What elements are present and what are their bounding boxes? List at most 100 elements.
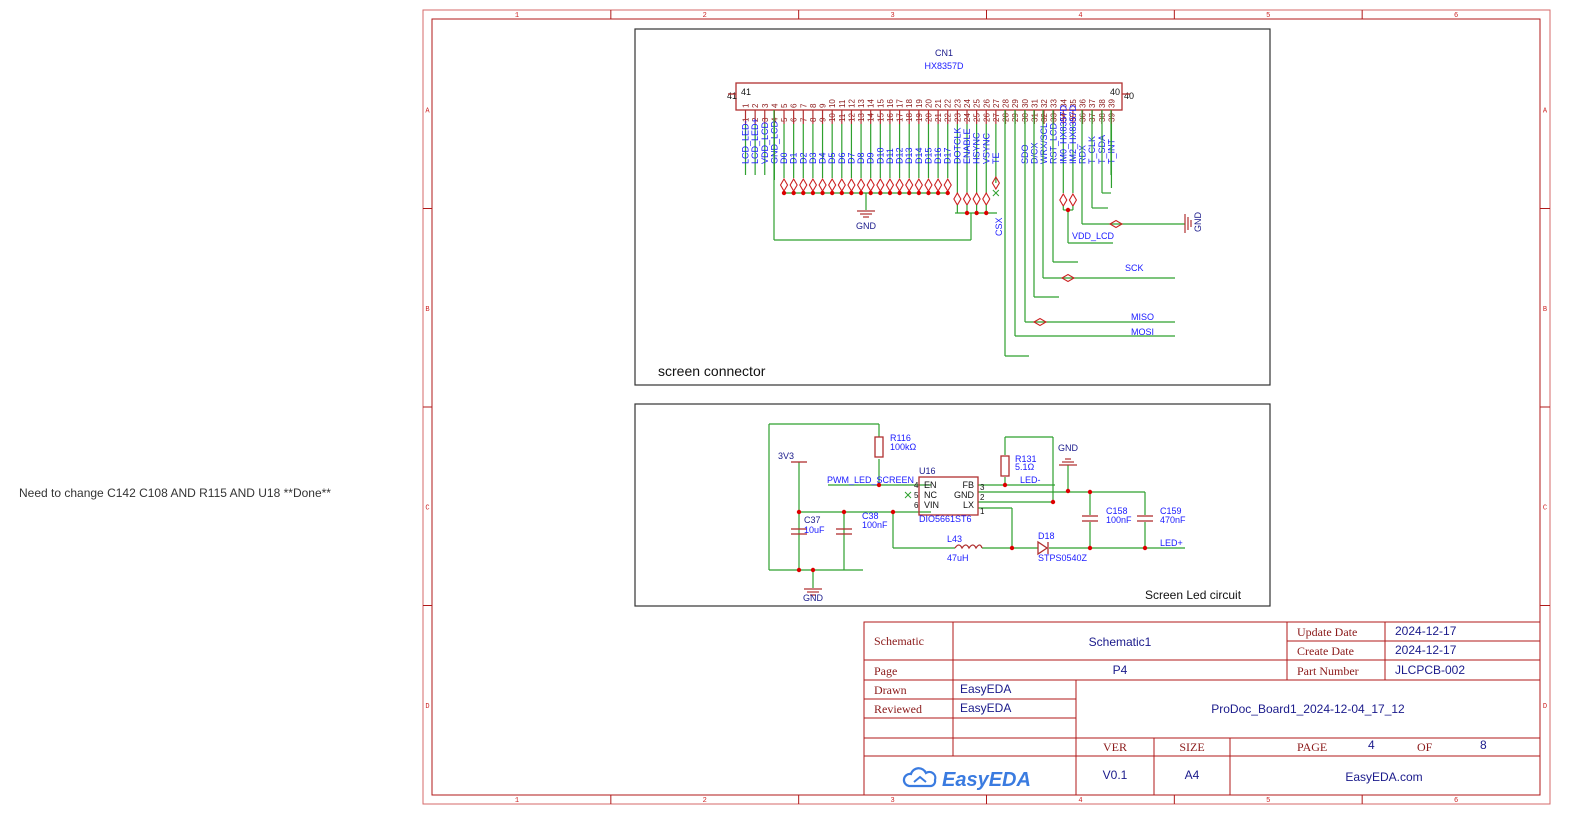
tb-size-label: SIZE — [1179, 740, 1204, 754]
cn1-pin-25[interactable]: 2525HSYNC — [972, 99, 982, 193]
junction-dot — [984, 210, 989, 216]
cn1-pin-9[interactable]: 99D4 — [818, 103, 828, 178]
d18-value: STPS0540Z — [1038, 553, 1088, 563]
cn1-pin-17[interactable]: 1717D12 — [895, 99, 905, 178]
ic-u16[interactable]: U16 DIO5661ST6 EN NC VIN FB GND LX 4 5 6… — [904, 466, 985, 524]
frame-row-label: C — [1543, 504, 1547, 512]
cn1-pin-1[interactable]: 11LCD_LED- — [741, 103, 751, 175]
capacitor-c159[interactable]: C159 470nF — [1137, 506, 1186, 525]
cn1-pin-name: D17 — [943, 147, 953, 164]
u16-pin-lx: LX — [963, 500, 974, 510]
cn1-pin-12[interactable]: 1212D7 — [846, 99, 856, 178]
r131-value: 5.1Ω — [1015, 462, 1035, 472]
cn1-pin-33[interactable]: 3333RST_LCD — [1049, 99, 1059, 164]
junction-dot — [849, 190, 854, 196]
net-label-gnd-bottom: GND — [803, 593, 824, 603]
capacitor-c158[interactable]: C158 100nF — [1082, 506, 1132, 525]
cn1-pin-number-inner: 10 — [828, 99, 837, 108]
cn1-pin-name: D14 — [914, 147, 924, 164]
test-point-icon — [905, 177, 914, 193]
cn1-pin-6[interactable]: 66D1 — [789, 103, 799, 178]
frame-column-label: 1 — [515, 12, 519, 20]
cn1-part: HX8357D — [924, 61, 964, 71]
frame-row-label: A — [1543, 107, 1548, 115]
cn1-pin-number-inner: 4 — [770, 103, 779, 108]
capacitor-c37[interactable]: C37 10uF — [791, 515, 825, 535]
cn1-pin-number-inner: 17 — [896, 99, 905, 108]
cn1-pin-name: D4 — [818, 152, 828, 164]
cn1-body[interactable] — [735, 82, 1123, 111]
test-point-icon — [924, 177, 933, 193]
capacitor-c38[interactable]: C38 100nF — [836, 511, 888, 535]
cn1-ext-right: 40 — [1124, 91, 1134, 101]
cn1-pin-28[interactable]: 2828 — [1002, 99, 1011, 124]
inductor-l43[interactable]: L43 47uH — [947, 534, 983, 563]
cn1-pin-number-inner: 16 — [886, 99, 895, 108]
cn1-pin-13[interactable]: 1313D8 — [856, 99, 866, 178]
cn1-pin-name: D2 — [798, 152, 808, 164]
cn1-pin-number-inner: 19 — [915, 99, 924, 108]
cn1-pin-name: D3 — [808, 152, 818, 164]
cn1-pin-20[interactable]: 2020D15 — [923, 99, 933, 178]
cn1-pin-2[interactable]: 22LCD_LED+ — [750, 103, 760, 175]
frame-row-label: C — [425, 504, 429, 512]
cn1-pin-29[interactable]: 2929 — [1011, 99, 1020, 124]
u16-pin-num-2: 2 — [980, 493, 985, 502]
diode-d18[interactable]: D18 STPS0540Z — [1037, 531, 1088, 563]
tb-website: EasyEDA.com — [1345, 770, 1422, 784]
cn1-pin-number-inner: 7 — [799, 103, 808, 108]
frame-column-label: 3 — [890, 12, 894, 20]
cn1-pin-22[interactable]: 2222D17 — [943, 99, 953, 178]
cn1-pin-15[interactable]: 1515D10 — [875, 99, 885, 178]
cn1-pin-name: D16 — [933, 147, 943, 164]
frame-row-label: D — [1543, 703, 1547, 711]
cn1-pin-number-inner: 26 — [982, 99, 991, 108]
cn1-pin-name: D6 — [837, 152, 847, 164]
resistor-r131[interactable]: R131 5.1Ω — [1000, 454, 1037, 477]
gnd-symbol — [857, 210, 875, 218]
net-label-sck: SCK — [1125, 263, 1144, 273]
cn1-pin-name: TE — [991, 152, 1001, 164]
tb-part-number: JLCPCB-002 — [1395, 663, 1465, 677]
cn1-pin-21[interactable]: 2121D16 — [933, 99, 943, 178]
cn1-pin-11[interactable]: 1111D6 — [837, 99, 847, 178]
frame-row-label: D — [425, 703, 429, 711]
cn1-pin-14[interactable]: 1414D9 — [866, 99, 876, 178]
junction-dot — [858, 190, 864, 196]
c159-value: 470nF — [1160, 515, 1186, 525]
cn1-pin-24[interactable]: 2424ENABLE — [962, 99, 972, 193]
cn1-pin-3[interactable]: 33VDD_LCD — [760, 103, 770, 175]
test-point-icon — [885, 177, 895, 193]
cn1-pin-number-inner: 8 — [809, 103, 818, 108]
net-label-mosi: MOSI — [1131, 327, 1154, 337]
cn1-pin-5[interactable]: 55D0 — [779, 103, 789, 178]
cn1-pin-number-inner: 5 — [780, 103, 789, 108]
cn1-pin-27[interactable]: 2727TE — [991, 99, 1001, 183]
junctions — [796, 482, 1148, 573]
test-point-icon — [953, 191, 962, 207]
cn1-pin-number-inner: 39 — [1107, 99, 1116, 108]
cn1-pin-34[interactable]: 3434IM0_HX8357D — [1058, 99, 1068, 193]
screen-led-circuit-section: Screen Led circuit — [634, 403, 1271, 607]
cn1-pin-7[interactable]: 77D2 — [798, 103, 808, 178]
cn1-pin-number-inner: 18 — [905, 99, 914, 108]
cn1-pin-23[interactable]: 2323DOTCLK — [952, 99, 962, 193]
cn1-pin-10[interactable]: 1010D5 — [827, 99, 837, 178]
cn1-pin-name: D9 — [866, 152, 876, 164]
u16-pin-gnd: GND — [954, 490, 975, 500]
r116-value: 100kΩ — [890, 442, 917, 452]
test-point-icon — [1032, 317, 1048, 327]
cn1-pin-name: D12 — [895, 147, 905, 164]
cn1-pin-32[interactable]: 3232WRX/SCL — [1039, 99, 1049, 164]
gnd-symbol — [1059, 458, 1077, 466]
resistor-r116[interactable]: R116 100kΩ — [874, 433, 917, 458]
junction-dot — [1065, 207, 1071, 213]
cn1-pin-19[interactable]: 1919D14 — [914, 99, 924, 178]
cn1-pin-26[interactable]: 2626VSYNC — [981, 99, 991, 193]
cn1-pin-16[interactable]: 1616D11 — [885, 99, 895, 178]
cn1-pin-8[interactable]: 88D3 — [808, 103, 818, 178]
u16-pin-num-6: 6 — [914, 501, 919, 510]
cn1-pin-18[interactable]: 1818D13 — [904, 99, 914, 178]
cn1-pin-35[interactable]: 3535IM2_HX8357D — [1068, 99, 1078, 193]
